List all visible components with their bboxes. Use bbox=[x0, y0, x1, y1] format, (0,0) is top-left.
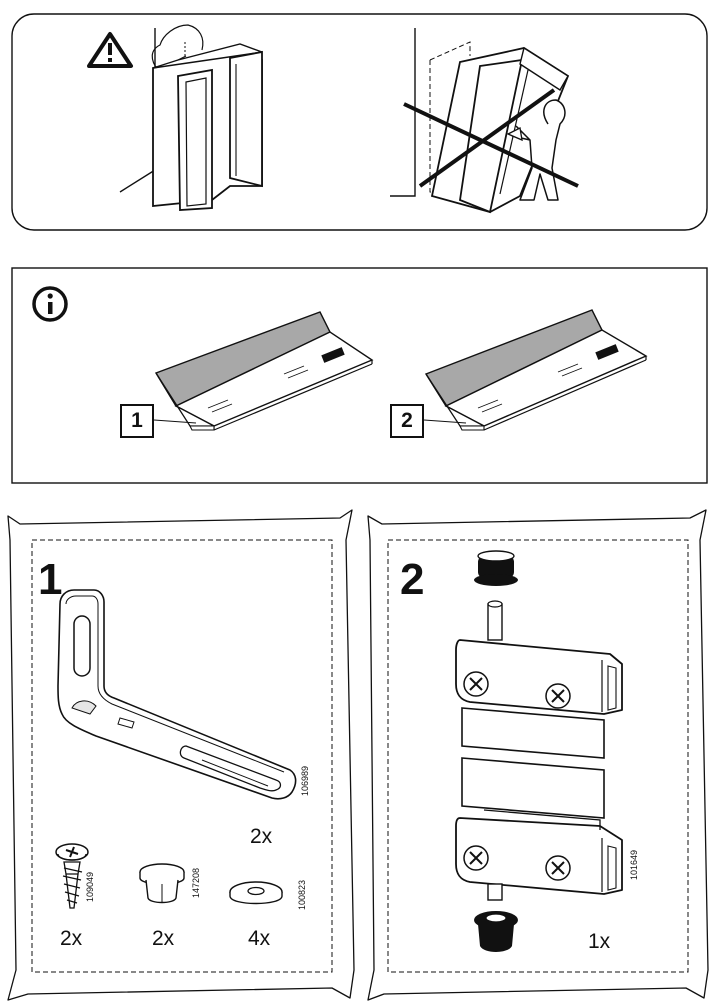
info-panel-frame bbox=[11, 267, 708, 484]
warning-panel-frame bbox=[11, 13, 708, 231]
part-quantity-101649: 1x bbox=[588, 930, 611, 953]
washer-icon bbox=[229, 881, 283, 905]
wardrobe-tipping-illustration bbox=[390, 28, 579, 214]
parts-bag-1: 1 106989 2x 109049 2x 147208 2x 100823 4… bbox=[0, 500, 360, 1006]
part-code-101649: 101649 bbox=[629, 849, 639, 880]
info-circle-icon bbox=[32, 286, 68, 322]
cap-icon bbox=[139, 863, 185, 904]
parts-bag-2: 2 101649 1x bbox=[360, 500, 719, 1006]
shelf-1-illustration bbox=[153, 311, 374, 431]
bag-number: 2 bbox=[400, 555, 425, 604]
shelf-2-illustration bbox=[423, 309, 648, 431]
warning-panel bbox=[0, 0, 719, 240]
part-quantity-106989: 2x bbox=[250, 825, 273, 848]
part-quantity-147208: 2x bbox=[152, 927, 175, 950]
screw-icon bbox=[55, 843, 89, 909]
shelf-2-label: 2 bbox=[390, 404, 424, 438]
part-code-100823: 100823 bbox=[297, 879, 307, 910]
shelf-1-label: 1 bbox=[120, 404, 154, 438]
part-quantity-109049: 2x bbox=[60, 927, 83, 950]
bag-number: 1 bbox=[38, 555, 63, 604]
bag-outline bbox=[7, 509, 355, 1001]
l-bracket-icon bbox=[57, 589, 297, 800]
part-quantity-100823: 4x bbox=[248, 927, 271, 950]
wardrobe-anchored-illustration bbox=[119, 24, 263, 211]
warning-triangle-icon bbox=[87, 32, 133, 68]
info-panel: 1 2 bbox=[0, 240, 719, 500]
glass-hinge-clamp-icon bbox=[455, 550, 623, 952]
bag-outline bbox=[367, 509, 709, 1001]
